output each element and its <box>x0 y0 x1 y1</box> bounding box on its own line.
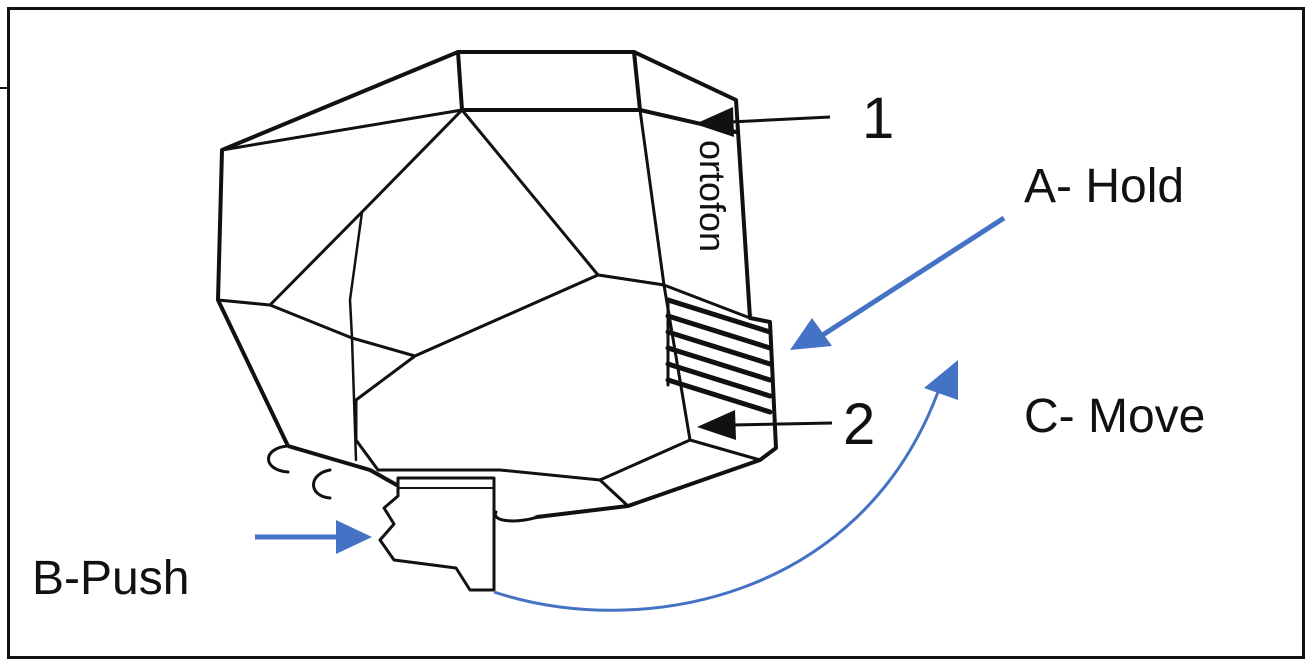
blue-arrow-icon <box>790 215 1006 350</box>
callout-label-2: 2 <box>843 392 876 457</box>
cartridge-body <box>216 50 778 592</box>
brand-logo: ortofon <box>692 140 733 252</box>
step-label-hold: A- Hold <box>1024 160 1185 213</box>
callout-label-1: 1 <box>862 86 895 151</box>
diagram-frame <box>7 7 1305 659</box>
blue-arrow-icon <box>255 520 372 554</box>
step-label-move: C- Move <box>1024 390 1206 443</box>
frame-edge-mark <box>0 87 8 89</box>
curved-arrow-icon <box>493 360 958 612</box>
black-arrow-icon <box>695 107 831 137</box>
black-arrow-icon <box>697 410 833 440</box>
step-label-push: B-Push <box>32 552 190 605</box>
